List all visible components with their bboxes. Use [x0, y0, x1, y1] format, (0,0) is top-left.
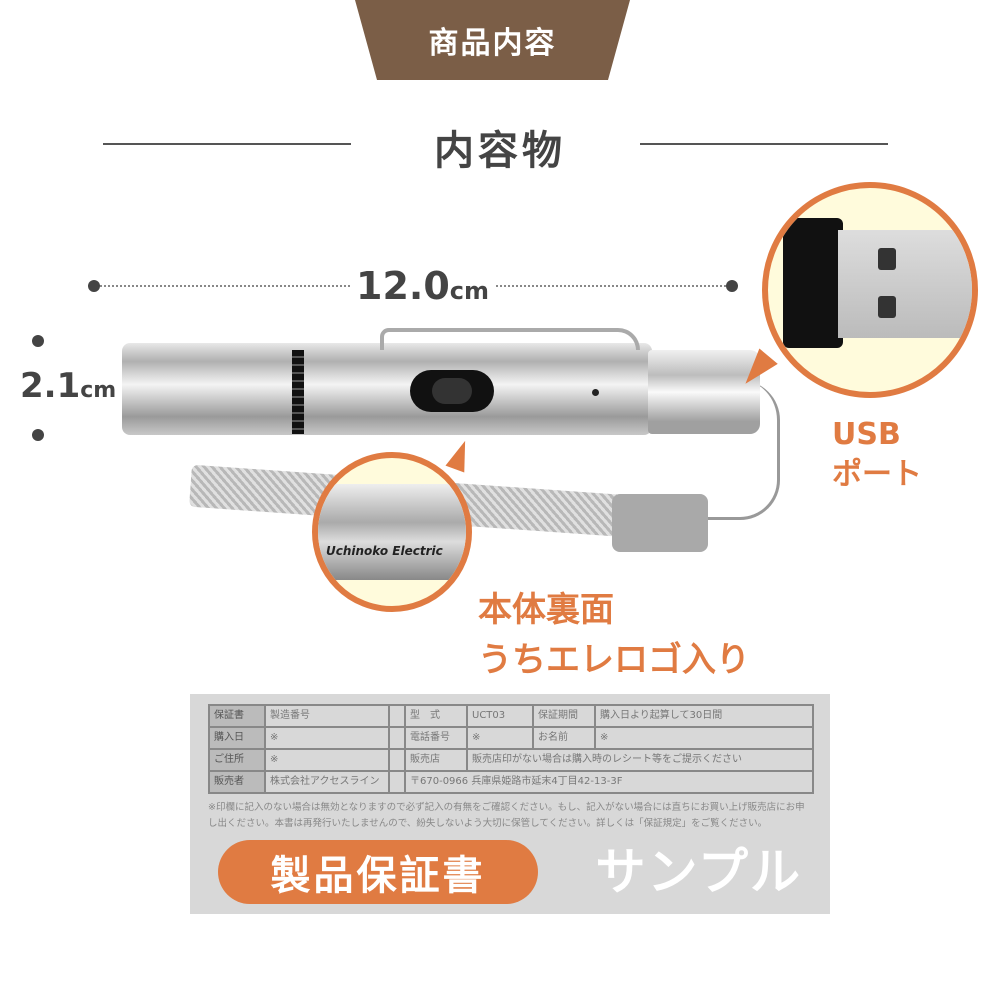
- strap-cord: [700, 380, 780, 520]
- warranty-cell: 販売店: [404, 748, 468, 772]
- warranty-row: 購入日※電話番号※お名前※: [208, 726, 814, 750]
- logo-callout-pointer: [445, 437, 475, 473]
- logo-label-line2: うちエレロゴ入り: [478, 640, 750, 680]
- warranty-cell: [388, 726, 406, 750]
- engraved-logo: Uchinoko Electric: [326, 544, 443, 558]
- warranty-row: 販売者株式会社アクセスライン〒670-0966 兵庫県姫路市延末4丁目42-13…: [208, 770, 814, 794]
- laser-pointer-body: [122, 343, 652, 435]
- diameter-value: 2.1: [20, 366, 81, 406]
- section-title: 内容物: [434, 128, 566, 174]
- sample-watermark: サンプル: [595, 843, 802, 901]
- usb-connector-icon: [838, 230, 972, 338]
- warranty-cell: ※: [466, 726, 534, 750]
- warranty-cell: 販売店印がない場合は購入時のレシート等をご提示ください: [466, 748, 814, 772]
- warranty-cell: UCT03: [466, 704, 534, 728]
- warranty-row: ご住所※ 販売店販売店印がない場合は購入時のレシート等をご提示ください: [208, 748, 814, 772]
- warranty-cell: [388, 704, 406, 728]
- warranty-cell: [388, 748, 406, 772]
- usb-port-label: USB ポート: [832, 415, 922, 495]
- indicator-hole: [592, 389, 599, 396]
- warranty-cell: 株式会社アクセスライン: [264, 770, 390, 794]
- length-label: 12.0cm: [350, 264, 495, 308]
- warranty-cell: 購入日より起算して30日間: [594, 704, 814, 728]
- warranty-cell: お名前: [532, 726, 596, 750]
- divider-right: [640, 143, 888, 145]
- warranty-note: ※印欄に記入のない場合は無効となりますので必ず記入の有無をご確認ください。もし、…: [208, 802, 805, 829]
- warranty-cell: 購入日: [208, 726, 266, 750]
- diameter-dimension-line: [32, 335, 44, 441]
- grip-ring: [292, 350, 304, 434]
- pocket-clip: [380, 328, 640, 350]
- warranty-cell: 電話番号: [404, 726, 468, 750]
- length-unit: cm: [449, 277, 489, 305]
- slide-switch: [410, 370, 494, 412]
- warranty-cell: ご住所: [208, 748, 266, 772]
- warranty-cell: ※: [264, 726, 390, 750]
- logo-label-line1: 本体裏面: [478, 590, 614, 630]
- diameter-label: 2.1cm: [20, 366, 117, 406]
- warranty-cell: 〒670-0966 兵庫県姫路市延末4丁目42-13-3F: [404, 770, 814, 794]
- usb-label-line1: USB: [832, 417, 901, 452]
- logo-label: 本体裏面うちエレロゴ入り: [478, 585, 750, 685]
- warranty-cell: [388, 770, 406, 794]
- warranty-cell: 販売者: [208, 770, 266, 794]
- warranty-cell: 保証書: [208, 704, 266, 728]
- warranty-badge: 製品保証書: [218, 840, 538, 904]
- warranty-cell: ※: [264, 748, 390, 772]
- logo-zoom-circle: Uchinoko Electric: [312, 452, 472, 612]
- strap-tag: [612, 494, 708, 552]
- diameter-unit: cm: [80, 378, 117, 403]
- laser-pointer-cap: [648, 350, 760, 434]
- warranty-cell: 製造番号: [264, 704, 390, 728]
- usb-label-line2: ポート: [832, 457, 922, 492]
- length-value: 12.0: [356, 264, 450, 308]
- divider-left: [103, 143, 351, 145]
- warranty-cell: 保証期間: [532, 704, 596, 728]
- section-tab: 商品内容: [355, 0, 630, 80]
- warranty-cell: ※: [594, 726, 814, 750]
- usb-port-zoom-circle: [762, 182, 978, 398]
- warranty-cell: 型 式: [404, 704, 468, 728]
